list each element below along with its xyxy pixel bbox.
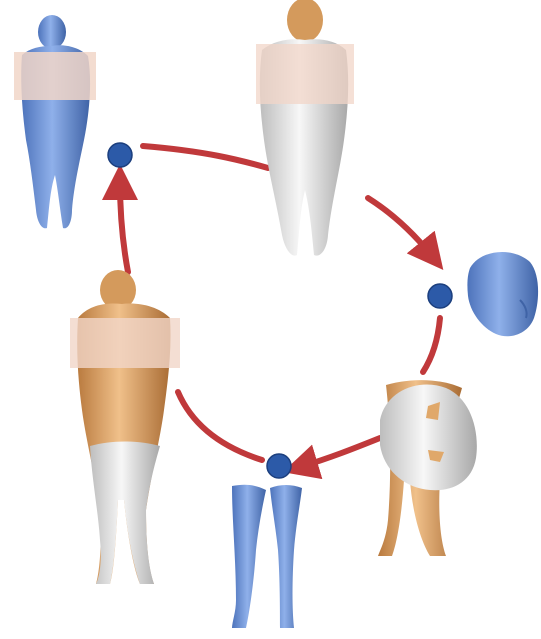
arrow-head-node-down (423, 318, 440, 372)
figure-blue-full-body (14, 15, 96, 228)
arrow-gray-to-head-node (368, 198, 432, 256)
head (287, 0, 323, 42)
blur-patch (256, 44, 354, 104)
arrow-bottom-to-left (178, 392, 262, 460)
figure-gray-head-tan-legs (378, 380, 477, 556)
node-top-left (108, 143, 132, 167)
figure-gray-full-body (256, 0, 354, 256)
blur-patch (70, 318, 180, 368)
node-bottom (267, 454, 291, 478)
arrow-right-to-bottom-node (300, 438, 380, 467)
figure-blue-legs (232, 485, 302, 628)
figure-tan-full-body (70, 270, 180, 584)
blur-patch (14, 52, 96, 100)
arrow-left-up (120, 182, 128, 272)
figure-blue-head (467, 252, 538, 336)
arrow-top-to-right (143, 146, 268, 168)
node-right (428, 284, 452, 308)
